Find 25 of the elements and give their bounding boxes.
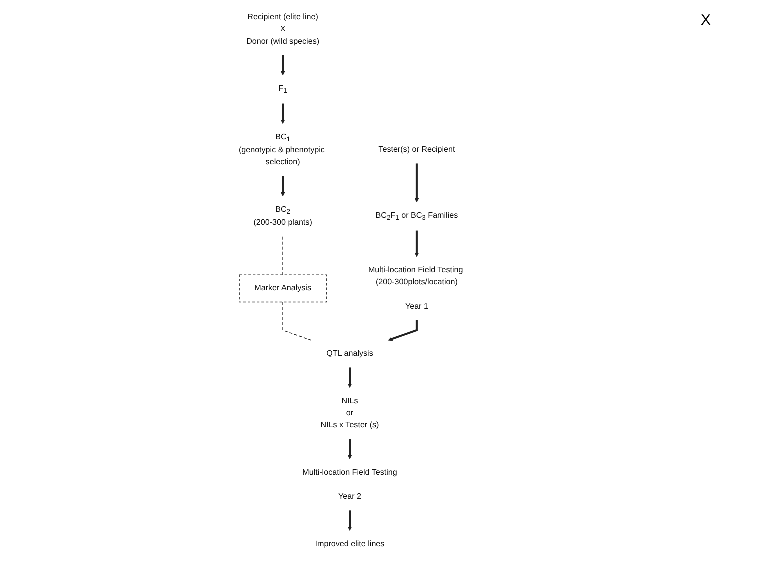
arrow — [348, 439, 352, 460]
arrow — [414, 230, 420, 258]
node-text: Recipient (elite line) X Donor (wild species) — [246, 13, 320, 46]
node-text: F$_{1}$ — [278, 84, 288, 95]
cross-symbol: X — [701, 12, 712, 29]
arrow — [280, 55, 286, 76]
node-text: Improved elite lines — [315, 540, 385, 548]
node-text: NILs or NILs x Tester (s) — [320, 396, 380, 430]
node-text: Multi-location Field Testing — [302, 468, 398, 477]
node-label: Year 1 — [405, 302, 428, 311]
connector — [282, 236, 284, 276]
node-text: QTL analysis — [326, 350, 374, 358]
node-text: BC$_{2}$ (200-300 plants) — [254, 206, 312, 228]
node-text: BC$_{1}$ (genotypic & phenotypic selection) — [238, 132, 325, 167]
node-text: Multi-location Field Testing (200-300plots/location) — [368, 266, 464, 287]
node-label: Year 2 — [338, 492, 362, 502]
arrow — [388, 320, 418, 342]
arrow — [280, 176, 286, 197]
node-box: Marker Analysis — [239, 274, 327, 303]
arrow — [348, 368, 352, 388]
arrow — [414, 164, 420, 203]
arrow — [280, 104, 286, 124]
arrow — [348, 510, 352, 531]
node-text: Tester(s) or Recipient — [378, 146, 456, 154]
node-text: BC$_{2}$F$_{1}$ or BC$_{3}$ Families — [376, 212, 458, 222]
